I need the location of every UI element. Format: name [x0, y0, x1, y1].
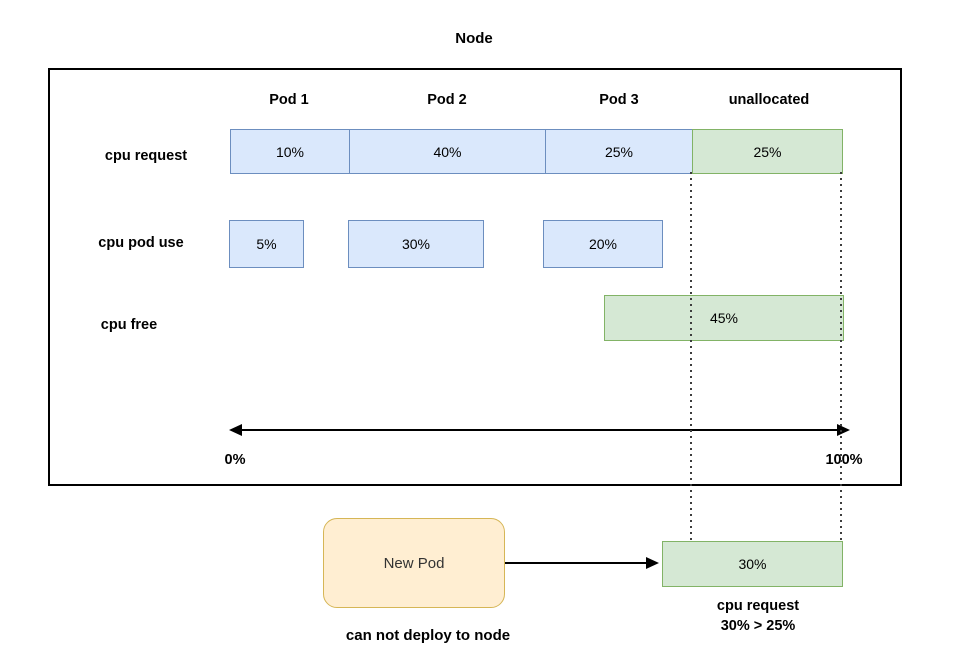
cpu-request-value-pod-3: 25%	[604, 143, 634, 160]
cpu-pod-use-box-pod-2: 30%	[348, 220, 484, 268]
header-pod-3: Pod 3	[599, 92, 639, 108]
axis-arrowhead-left-icon	[229, 424, 242, 436]
cpu-pod-use-box-pod-1: 5%	[229, 220, 304, 268]
node-title: Node	[455, 30, 493, 47]
cpu-pod-use-value-pod-3: 20%	[588, 236, 618, 252]
new-pod-label: New Pod	[383, 554, 445, 572]
cpu-request-segment-pod-1: 10%	[230, 129, 350, 174]
new-pod-arrowhead-icon	[646, 557, 659, 569]
dotted-guide-left	[690, 172, 692, 540]
node-box: Pod 1 Pod 2 Pod 3 unallocated cpu reques…	[48, 68, 902, 486]
new-pod-caption: can not deploy to node	[345, 627, 511, 644]
axis-label-max: 100%	[825, 452, 863, 468]
header-unallocated: unallocated	[728, 92, 810, 108]
row-label-cpu-request: cpu request	[104, 148, 188, 164]
cpu-pod-use-value-pod-1: 5%	[256, 236, 277, 252]
new-pod-arrow-line	[505, 562, 646, 564]
cpu-request-value-unallocated: 25%	[753, 143, 782, 160]
axis-arrowhead-right-icon	[837, 424, 850, 436]
axis-arrow-line	[241, 429, 837, 431]
cpu-free-bar: 45%	[604, 295, 844, 341]
header-pod-2: Pod 2	[427, 92, 467, 108]
new-pod-note-line2: 30% > 25%	[720, 618, 796, 634]
cpu-request-segment-unallocated: 25%	[692, 129, 843, 174]
new-pod-request-bar: 30%	[662, 541, 843, 587]
new-pod-note-line1: cpu request	[716, 598, 800, 614]
dotted-guide-right	[840, 172, 842, 540]
cpu-request-value-pod-1: 10%	[275, 143, 305, 160]
new-pod-box: New Pod	[323, 518, 505, 608]
row-label-cpu-free: cpu free	[100, 317, 158, 333]
cpu-free-value: 45%	[709, 310, 739, 326]
new-pod-request-value: 30%	[738, 556, 767, 572]
new-pod-note: cpu request 30% > 25%	[668, 596, 848, 636]
header-pod-1: Pod 1	[269, 92, 309, 108]
cpu-request-segment-pod-2: 40%	[349, 129, 546, 174]
cpu-request-segment-pod-3: 25%	[545, 129, 693, 174]
axis-label-min: 0%	[224, 452, 246, 468]
row-label-cpu-pod-use: cpu pod use	[98, 235, 184, 251]
cpu-pod-use-box-pod-3: 20%	[543, 220, 663, 268]
cpu-request-value-pod-2: 40%	[433, 143, 462, 160]
cpu-pod-use-value-pod-2: 30%	[401, 236, 431, 252]
